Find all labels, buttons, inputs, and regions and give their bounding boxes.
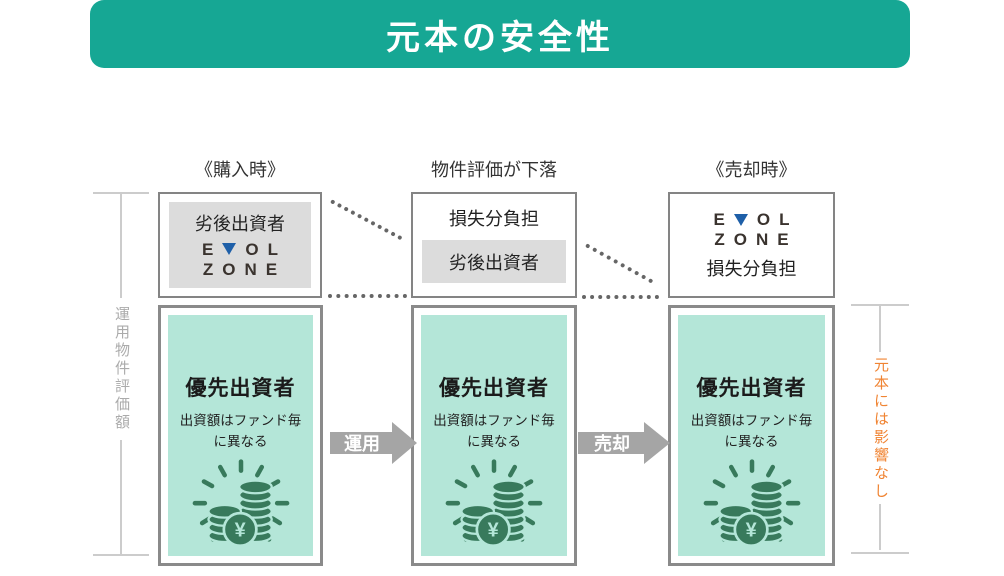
subordinated-box-purchase: 劣後出資者 E OL ZONE	[158, 192, 322, 298]
left-bracket-line-upper	[120, 194, 122, 298]
priority-panel: 優先出資者 出資額はファンド毎 に異なる	[678, 315, 825, 556]
priority-note-line1: 出資額はファンド毎	[690, 413, 813, 428]
priority-note-line1: 出資額はファンド毎	[179, 413, 302, 428]
logo-letters-zone: ZONE	[202, 259, 287, 279]
right-bracket-bottom-cap	[851, 552, 909, 554]
logo-triangle-icon	[222, 243, 237, 256]
subordinated-panel: 劣後出資者 E OL ZONE	[169, 202, 311, 288]
left-bracket-line-lower	[120, 440, 122, 554]
right-bracket-label: 元本には影響なし	[872, 357, 889, 501]
evolzone-logo-line1: E OL	[714, 209, 790, 230]
left-bracket-label: 運用物件評価額	[113, 306, 130, 432]
priority-note: 出資額はファンド毎 に異なる	[180, 411, 302, 453]
page-title: 元本の安全性	[386, 18, 614, 57]
subordinated-label: 劣後出資者	[195, 213, 285, 234]
priority-box-sale: 優先出資者 出資額はファンド毎 に異なる	[668, 305, 835, 566]
coin-stack-icon: ¥	[182, 458, 300, 552]
loss-box-sale-content: E OL ZONE 損失分負担	[670, 194, 833, 296]
priority-note-line2: に異なる	[213, 433, 268, 449]
stage-heading-decline: 物件評価が下落	[431, 160, 557, 180]
priority-panel: 優先出資者 出資額はファンド毎 に異なる	[421, 315, 567, 556]
priority-panel: 優先出資者 出資額はファンド毎 に異なる	[168, 315, 313, 556]
yen-symbol: ¥	[745, 520, 756, 542]
priority-note-line2: に異なる	[724, 433, 779, 449]
priority-title: 優先出資者	[439, 377, 549, 400]
evolzone-logo-line1: E OL	[202, 239, 278, 260]
priority-box-decline: 優先出資者 出資額はファンド毎 に異なる	[411, 305, 577, 566]
priority-box-purchase: 優先出資者 出資額はファンド毎 に異なる	[158, 305, 323, 566]
loss-share-label: 損失分負担	[449, 209, 539, 229]
yen-symbol: ¥	[488, 520, 499, 542]
logo-letter-e: E	[202, 239, 223, 259]
right-bracket-top-cap	[851, 304, 909, 306]
baseline-dotted-line-2	[582, 295, 659, 299]
priority-note-line2: に異なる	[467, 433, 521, 449]
evolzone-logo: E OL ZONE	[202, 239, 278, 281]
flow-arrow-operate: 運用	[330, 422, 417, 464]
stage-heading-sale: 《売却時》	[706, 160, 797, 180]
baseline-dotted-line-1	[328, 294, 407, 298]
priority-note-line1: 出資額はファンド毎	[433, 413, 555, 428]
decline-diagonal-line-2	[585, 243, 654, 284]
subordinated-inner-panel: 劣後出資者	[422, 240, 566, 283]
loss-box-decline: 損失分負担 劣後出資者	[411, 192, 577, 298]
priority-title: 優先出資者	[185, 377, 296, 400]
flow-arrow-sell-label: 売却	[594, 433, 630, 454]
loss-box-sale: E OL ZONE 損失分負担	[668, 192, 835, 298]
coin-stack-icon: ¥	[435, 458, 553, 552]
flow-arrow-operate-label: 運用	[344, 434, 380, 454]
logo-triangle-icon	[733, 213, 748, 226]
evolzone-logo: E OL ZONE	[714, 209, 790, 251]
coin-stack-icon: ¥	[693, 458, 811, 552]
title-banner: 元本の安全性	[90, 0, 910, 68]
right-bracket-line-lower	[879, 504, 881, 550]
logo-letters-ol: OL	[756, 210, 799, 230]
logo-letters-ol: OL	[245, 239, 287, 259]
logo-letters-zone: ZONE	[714, 230, 798, 250]
stage-heading-purchase: 《購入時》	[195, 160, 285, 180]
loss-share-label: 損失分負担	[706, 258, 797, 279]
decline-diagonal-line-1	[330, 199, 403, 241]
priority-note: 出資額はファンド毎 に異なる	[691, 411, 813, 453]
flow-arrow-sell: 売却	[578, 422, 670, 464]
right-bracket-line-upper	[879, 306, 881, 352]
yen-symbol: ¥	[234, 520, 245, 542]
left-bracket-top-cap	[93, 192, 149, 194]
left-bracket-bottom-cap	[93, 554, 149, 556]
priority-note: 出資額はファンド毎 に異なる	[433, 411, 555, 453]
priority-title: 優先出資者	[696, 377, 807, 400]
logo-letter-e: E	[713, 210, 734, 230]
